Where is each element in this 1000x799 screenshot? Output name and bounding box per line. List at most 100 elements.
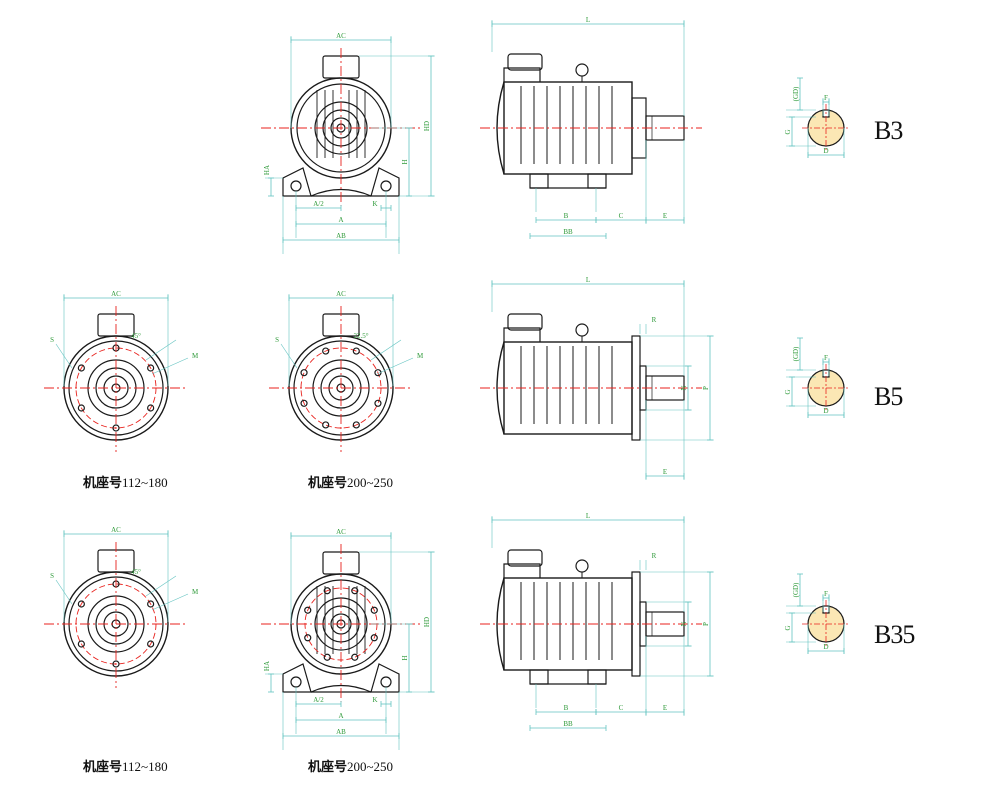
dim-label-ac: AC (111, 290, 121, 298)
frame-label: 机座号 (308, 760, 348, 775)
dim-label-c: C (619, 704, 624, 712)
dim-label-f: F (824, 94, 828, 102)
dim-label-ac: AC (336, 32, 346, 40)
flange-bolt-hole (322, 347, 330, 355)
dim-label-hd: HD (423, 617, 431, 627)
dim-label-k: K (372, 696, 377, 704)
leader-line (370, 339, 402, 361)
base-arch (310, 684, 372, 693)
dim-label-l: L (586, 276, 590, 284)
dim-label-g: G (784, 625, 792, 630)
flange-bolt-hole (370, 606, 378, 614)
flange-bolt-hole (352, 421, 360, 429)
right-foot (370, 167, 400, 197)
shaft-section-b35: F D G (GD) (784, 573, 850, 654)
dim-label-l: L (586, 512, 590, 520)
dim-label-gd: (GD) (792, 582, 800, 597)
foot-bolt-hole (380, 676, 392, 688)
mount-type-b35: B35 (874, 620, 915, 649)
leader-line (145, 339, 177, 361)
dim-label-angle45: 45° (131, 568, 141, 576)
lifting-eye (575, 559, 589, 573)
frame-range: 200~250 (347, 475, 394, 490)
caption-front-small-b35: 机座号112~180 (83, 756, 168, 775)
left-foot (282, 663, 312, 693)
leader-line (280, 343, 298, 369)
terminal-box-body (503, 327, 541, 342)
flange-bolt-hole (77, 600, 85, 608)
foot-bolt-hole (380, 180, 392, 192)
dim-label-ac: AC (111, 526, 121, 534)
side-foot (587, 173, 607, 189)
dim-label-p: P (702, 386, 710, 390)
dim-label-h: H (401, 655, 409, 660)
leader-line (55, 343, 73, 369)
caption-front-small-b5: 机座号112~180 (83, 472, 168, 491)
flange-bolt-hole (147, 404, 155, 412)
dim-label-ha: HA (263, 165, 271, 175)
dim-label-a: A (338, 216, 343, 224)
caption-front-large-b5: 机座号200~250 (308, 472, 393, 491)
dim-label-d: D (823, 643, 828, 651)
frame-range: 112~180 (122, 759, 168, 774)
flange-bolt-hole (374, 369, 382, 377)
flange-bolt-hole (322, 421, 330, 429)
flange-bolt-hole (374, 399, 382, 407)
flange-bolt-hole (323, 587, 331, 595)
leader-line (55, 579, 73, 605)
leader-line (145, 575, 177, 597)
shaft-section-b3: FDG(GD) (784, 77, 850, 158)
dim-label-bb: BB (563, 720, 573, 728)
frame-range: 112~180 (122, 475, 168, 490)
dim-label-ac: AC (336, 290, 346, 298)
rear-cover (496, 577, 505, 671)
dim-label-s: S (50, 336, 54, 344)
dim-label-e: E (663, 704, 667, 712)
terminal-box-lid (507, 313, 543, 331)
dim-label-bb: BB (563, 228, 573, 236)
shaft-section-b5: FDG(GD) (784, 337, 850, 418)
dim-label-ab: AB (336, 232, 346, 240)
side-foot (587, 669, 607, 685)
dim-label-a: A (338, 712, 343, 720)
dim-label-ac: AC (336, 528, 346, 536)
rear-cover (496, 81, 505, 175)
dim-label-gd: (GD) (792, 346, 800, 361)
dim-label-f: F (824, 590, 828, 598)
dim-label-l: L (586, 16, 590, 24)
flange-bolt-hole (147, 640, 155, 648)
dim-label-g: G (784, 129, 792, 134)
base-arch (310, 188, 372, 197)
leader-line (151, 357, 189, 375)
flange-bolt-hole (352, 347, 360, 355)
flange-bolt-hole (112, 660, 120, 668)
dim-label-n: N (680, 385, 688, 390)
flange-bolt-hole (304, 606, 312, 614)
flange-bolt-hole (300, 399, 308, 407)
frame-label: 机座号 (308, 476, 348, 491)
leader-line (151, 593, 189, 611)
dim-label-r: R (652, 552, 657, 560)
dim-label-r: R (652, 316, 657, 324)
dim-label-b: B (564, 212, 569, 220)
dim-label-angle225: 22.5° (353, 332, 368, 340)
frame-label: 机座号 (83, 760, 123, 775)
flange-bolt-hole (370, 634, 378, 642)
mount-type-b5: B5 (874, 382, 903, 411)
frame-label: 机座号 (83, 476, 123, 491)
dim-label-h: H (401, 159, 409, 164)
dim-label-g: G (784, 389, 792, 394)
terminal-box-lid (507, 549, 543, 567)
dim-label-gd: (GD) (792, 86, 800, 101)
dim-label-hd: HD (423, 121, 431, 131)
side-foot (529, 173, 549, 189)
dim-label-a2: A/2 (313, 696, 324, 704)
flange-bolt-hole (351, 653, 359, 661)
terminal-box-lid (507, 53, 543, 71)
